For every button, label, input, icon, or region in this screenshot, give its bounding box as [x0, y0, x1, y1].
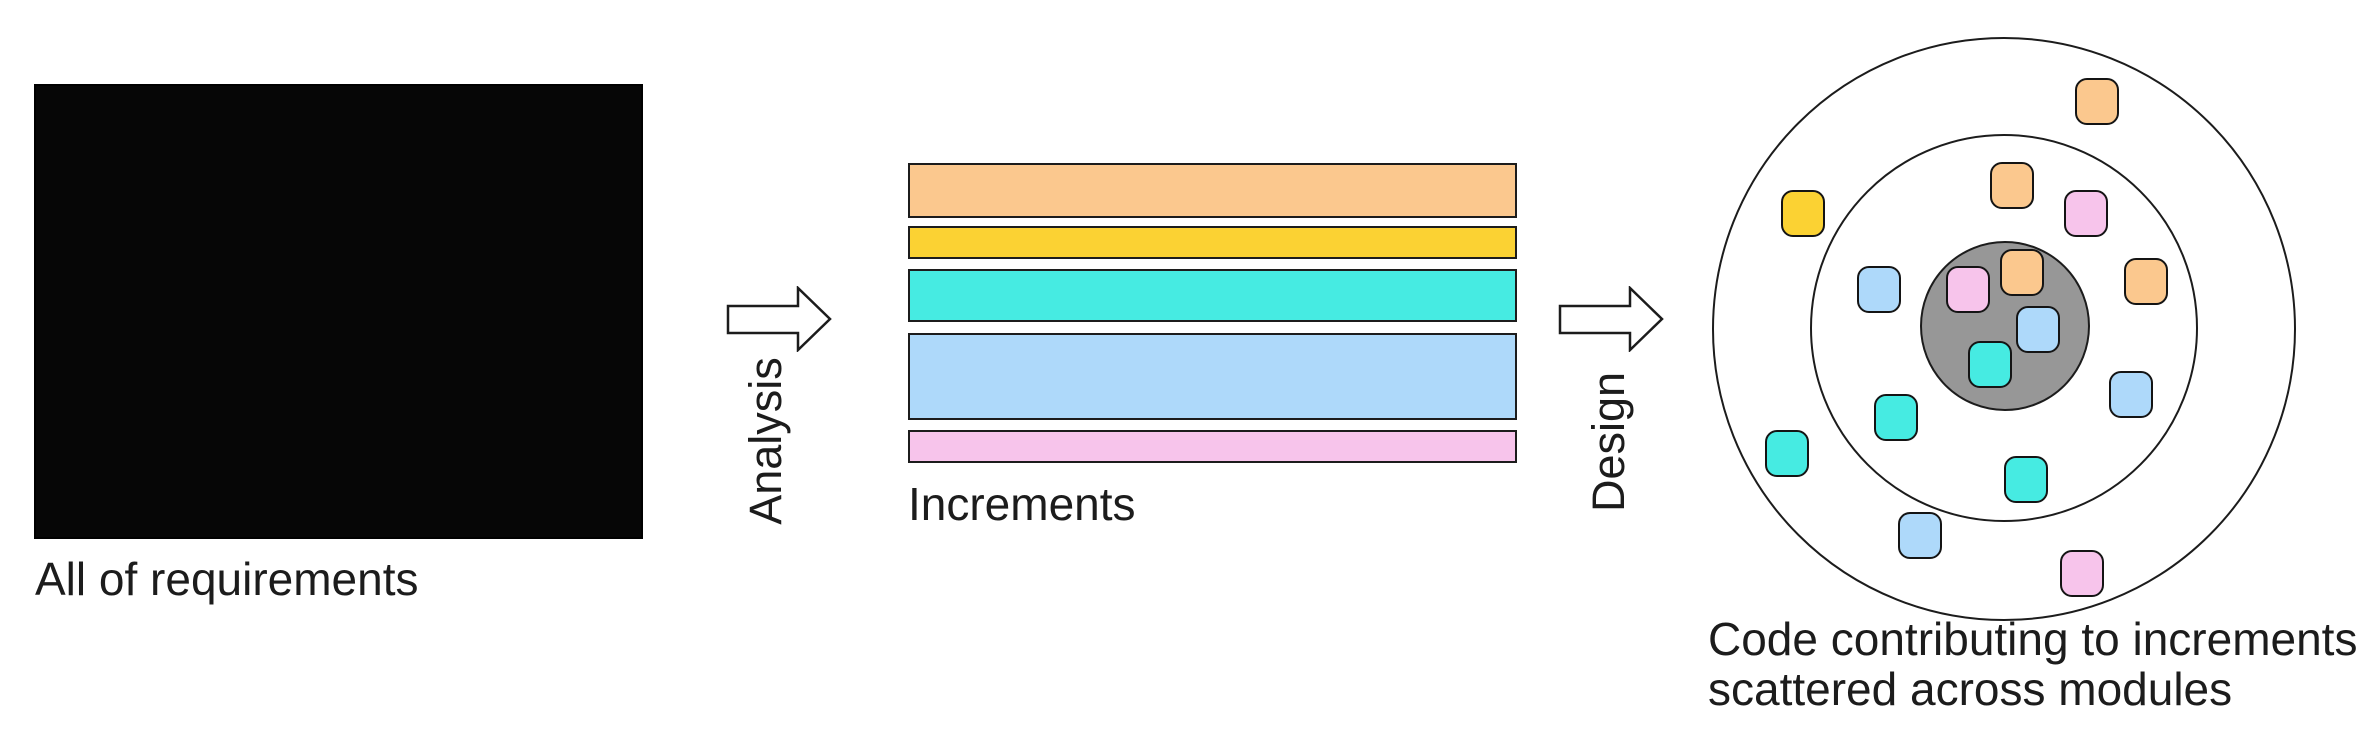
module-square-orange [2124, 258, 2168, 305]
requirements-block [34, 84, 643, 539]
module-square-pink [2064, 190, 2108, 237]
module-square-blue [1898, 512, 1942, 559]
increment-bar-orange [908, 163, 1517, 218]
requirements-label: All of requirements [35, 553, 419, 605]
analysis-label: Analysis [740, 357, 791, 525]
module-square-blue [1857, 266, 1901, 313]
module-square-orange [1990, 162, 2034, 209]
module-square-cyan [1874, 394, 1918, 441]
analysis-arrow-icon [726, 286, 832, 352]
increment-bar-pink [908, 430, 1517, 463]
module-square-pink [2060, 550, 2104, 597]
outer-module-circle [1712, 37, 2296, 621]
increment-bar-blue [908, 333, 1517, 420]
modules-caption-line2: scattered across modules [1708, 663, 2233, 715]
module-square-cyan [1968, 341, 2012, 388]
increment-bar-cyan [908, 269, 1517, 322]
module-square-blue [2109, 371, 2153, 418]
modules-caption: Code contributing to increments scattere… [1708, 614, 2357, 714]
module-square-pink [1946, 266, 1990, 313]
increment-bar-yellow [908, 226, 1517, 259]
modules-caption-line1: Code contributing to increments [1708, 613, 2358, 665]
module-square-cyan [2004, 456, 2048, 503]
module-square-cyan [1765, 430, 1809, 477]
module-square-orange [2000, 249, 2044, 296]
middle-module-circle [1810, 134, 2198, 522]
module-square-orange [2075, 78, 2119, 125]
design-label: Design [1583, 371, 1634, 513]
design-arrow-icon [1558, 286, 1664, 352]
increments-label: Increments [908, 478, 1136, 530]
module-square-blue [2016, 306, 2060, 353]
module-square-yellow [1781, 190, 1825, 237]
